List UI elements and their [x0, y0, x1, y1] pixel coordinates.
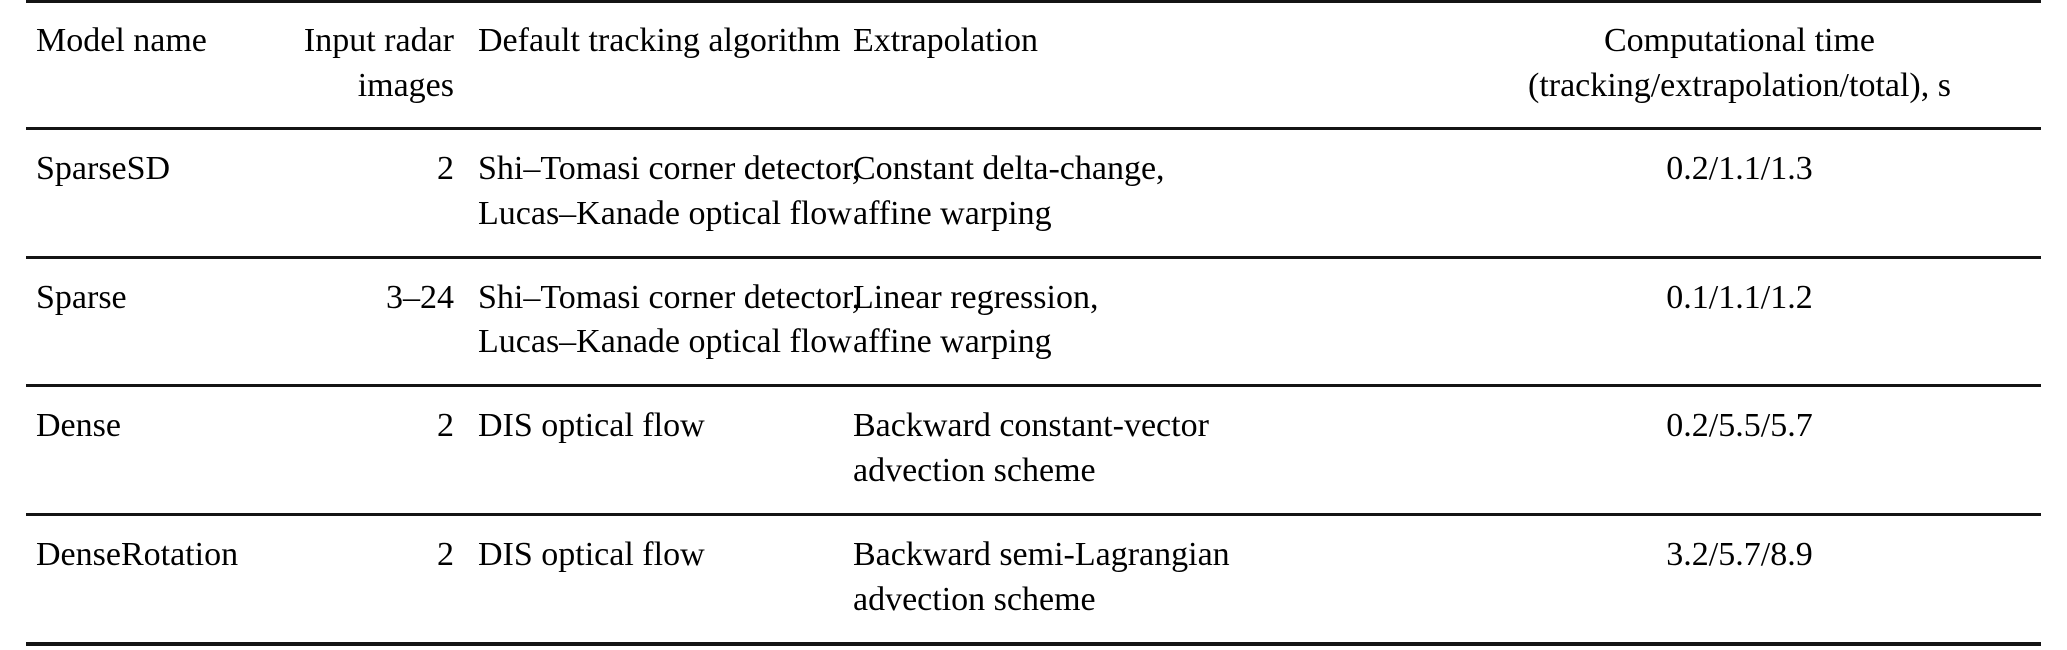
cell-input-radar-images: 3–24	[291, 257, 466, 386]
tracking-algorithm-line1: Shi–Tomasi corner detector,	[478, 149, 861, 187]
cell-computational-time: 3.2/5.7/8.9	[1436, 515, 2041, 644]
input-radar-images-value: 3–24	[386, 278, 454, 316]
table-header: Model name Input radar images Default tr…	[26, 1, 2041, 129]
cell-default-tracking-algorithm: Shi–Tomasi corner detector, Lucas–Kanade…	[466, 128, 861, 257]
column-header-model-name-line1: Model name	[36, 22, 207, 59]
tracking-algorithm-line1: DIS optical flow	[478, 407, 705, 445]
cell-input-radar-images: 2	[291, 515, 466, 644]
table-header-row: Model name Input radar images Default tr…	[26, 1, 2041, 129]
computational-time-value: 0.2/5.5/5.7	[1666, 407, 1813, 445]
computational-time-value: 3.2/5.7/8.9	[1666, 536, 1813, 573]
column-header-extrapolation-line1: Extrapolation	[853, 22, 1039, 59]
model-name-value: DenseRotation	[36, 536, 239, 573]
model-name-value: Sparse	[36, 278, 127, 316]
tracking-algorithm-line1: Shi–Tomasi corner detector,	[478, 278, 861, 316]
extrapolation-line1: Constant delta-change,	[853, 149, 1165, 187]
model-name-value: Dense	[36, 407, 121, 445]
column-header-extrapolation: Extrapolation	[841, 2, 1436, 129]
column-header-default-tracking-algorithm-line1: Default tracking algorithm	[478, 22, 841, 59]
extrapolation-line1: Backward constant-vector	[853, 407, 1209, 445]
extrapolation-line2: advection scheme	[853, 580, 1096, 618]
cell-model-name: SparseSD	[26, 128, 291, 257]
cell-computational-time: 0.2/5.5/5.7	[1436, 386, 2041, 515]
cell-model-name: DenseRotation	[26, 515, 291, 644]
extrapolation-line2: affine warping	[853, 323, 1052, 361]
computational-time-value: 0.1/1.1/1.2	[1666, 278, 1813, 316]
cell-computational-time: 0.1/1.1/1.2	[1436, 257, 2041, 386]
tracking-algorithm-line2: Lucas–Kanade optical flow	[478, 194, 852, 232]
column-header-computational-time-line2: (tracking/extrapolation/total), s	[1528, 66, 1951, 104]
cell-computational-time: 0.2/1.1/1.3	[1436, 128, 2041, 257]
extrapolation-line1: Backward semi-Lagrangian	[853, 536, 1230, 573]
column-header-input-radar-images-line1: Input radar	[303, 22, 454, 59]
column-header-input-radar-images-line2: images	[357, 66, 454, 104]
column-header-model-name: Model name	[26, 2, 291, 129]
table-row: DenseRotation 2 DIS optical flow Backwar…	[26, 514, 2041, 644]
input-radar-images-value: 2	[437, 407, 454, 445]
column-header-input-radar-images: Input radar images	[291, 2, 466, 129]
extrapolation-line2: advection scheme	[853, 452, 1096, 490]
extrapolation-line2: affine warping	[853, 194, 1052, 232]
computational-time-value: 0.2/1.1/1.3	[1666, 149, 1813, 187]
cell-extrapolation: Backward constant-vector advection schem…	[841, 386, 1436, 515]
cell-extrapolation: Linear regression, affine warping	[841, 257, 1436, 386]
model-name-value: SparseSD	[36, 149, 171, 187]
column-header-computational-time-line1: Computational time	[1603, 22, 1876, 59]
cell-input-radar-images: 2	[291, 128, 466, 257]
table-row: Dense 2 DIS optical flow Backward consta…	[26, 385, 2041, 515]
cell-extrapolation: Constant delta-change, affine warping	[841, 128, 1436, 257]
cell-default-tracking-algorithm: Shi–Tomasi corner detector, Lucas–Kanade…	[466, 257, 861, 386]
cell-extrapolation: Backward semi-Lagrangian advection schem…	[841, 515, 1436, 644]
column-header-default-tracking-algorithm: Default tracking algorithm	[466, 2, 841, 129]
table-row: SparseSD 2 Shi–Tomasi corner detector, L…	[26, 128, 2041, 257]
input-radar-images-value: 2	[437, 536, 454, 573]
cell-model-name: Dense	[26, 386, 291, 515]
cell-input-radar-images: 2	[291, 386, 466, 515]
cell-default-tracking-algorithm: DIS optical flow	[466, 386, 841, 515]
cell-model-name: Sparse	[26, 257, 291, 386]
column-header-computational-time: Computational time (tracking/extrapolati…	[1436, 2, 2041, 129]
extrapolation-line1: Linear regression,	[853, 278, 1099, 316]
table-row: Sparse 3–24 Shi–Tomasi corner detector, …	[26, 257, 2041, 386]
tracking-algorithm-line2: Lucas–Kanade optical flow	[478, 323, 852, 361]
tracking-algorithm-line1: DIS optical flow	[478, 536, 705, 573]
input-radar-images-value: 2	[437, 149, 454, 187]
model-comparison-table: Model name Input radar images Default tr…	[26, 0, 2041, 646]
table-body: SparseSD 2 Shi–Tomasi corner detector, L…	[26, 128, 2041, 644]
cell-default-tracking-algorithm: DIS optical flow	[466, 515, 841, 644]
